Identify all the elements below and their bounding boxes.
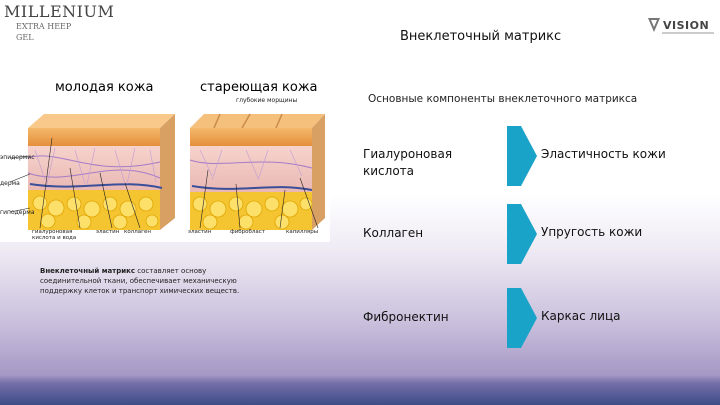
vision-mark-icon [648,18,660,32]
logo-brand: MILLENIUM [4,2,115,21]
components-subtitle: Основные компоненты внеклеточного матрик… [368,93,638,105]
young-skin-label: молодая кожа [55,80,154,95]
vision-word: VISION [663,18,710,32]
hypodermis-label: гиподерма [0,209,35,216]
collagen-label: коллаген [124,229,151,235]
epidermis-label: эпидермис [0,154,35,161]
component-hyaluronic-acid: Гиалуроновая кислота [363,147,453,178]
leader-lines [9,137,319,229]
slide-title: Внеклеточный матрикс [400,29,562,44]
young-skin-block [27,114,175,230]
caption-text: составляет основу соединительной ткани, … [40,267,240,295]
effect-face-frame: Каркас лица [541,309,621,323]
fibroblast-label: фибробласт [230,229,266,235]
figure-caption: Внеклеточный матрикс составляет основу с… [40,266,240,296]
vision-logo: VISION [648,18,714,34]
capillaries-label: капилляры [286,229,319,235]
arrow-right-icon [507,288,537,348]
millenium-logo: MILLENIUM EXTRA HEEP GEL [4,2,114,43]
vision-tagline-bar [662,32,714,34]
logo-line-1: EXTRA HEEP [16,22,72,31]
effect-firmness: Упругость кожи [541,225,643,239]
elastin-label: эластин [96,229,120,235]
dermis-label: дерма [0,180,20,187]
skin-layers-drawing [9,113,325,230]
arrow-right-icon [507,204,537,264]
deep-wrinkles-label: глубокие морщины [236,97,298,104]
caption-term: Внеклеточный матрикс [40,267,136,275]
slide-footer-band [0,375,720,405]
component-fibronectin: Фибронектин [363,310,449,324]
effect-elasticity: Эластичность кожи [541,147,666,161]
component-collagen: Коллаген [363,226,424,240]
logo-line-2: GEL [16,33,34,42]
aging-skin-label: стареющая кожа [200,80,318,95]
aging-skin-block [189,113,325,230]
skin-illustration [0,78,330,242]
elastin-label-2: эластин [188,229,212,235]
arrow-right-icon [507,126,537,186]
hyaluronic-acid-label: гиалуроновая кислота и вода [32,229,77,241]
